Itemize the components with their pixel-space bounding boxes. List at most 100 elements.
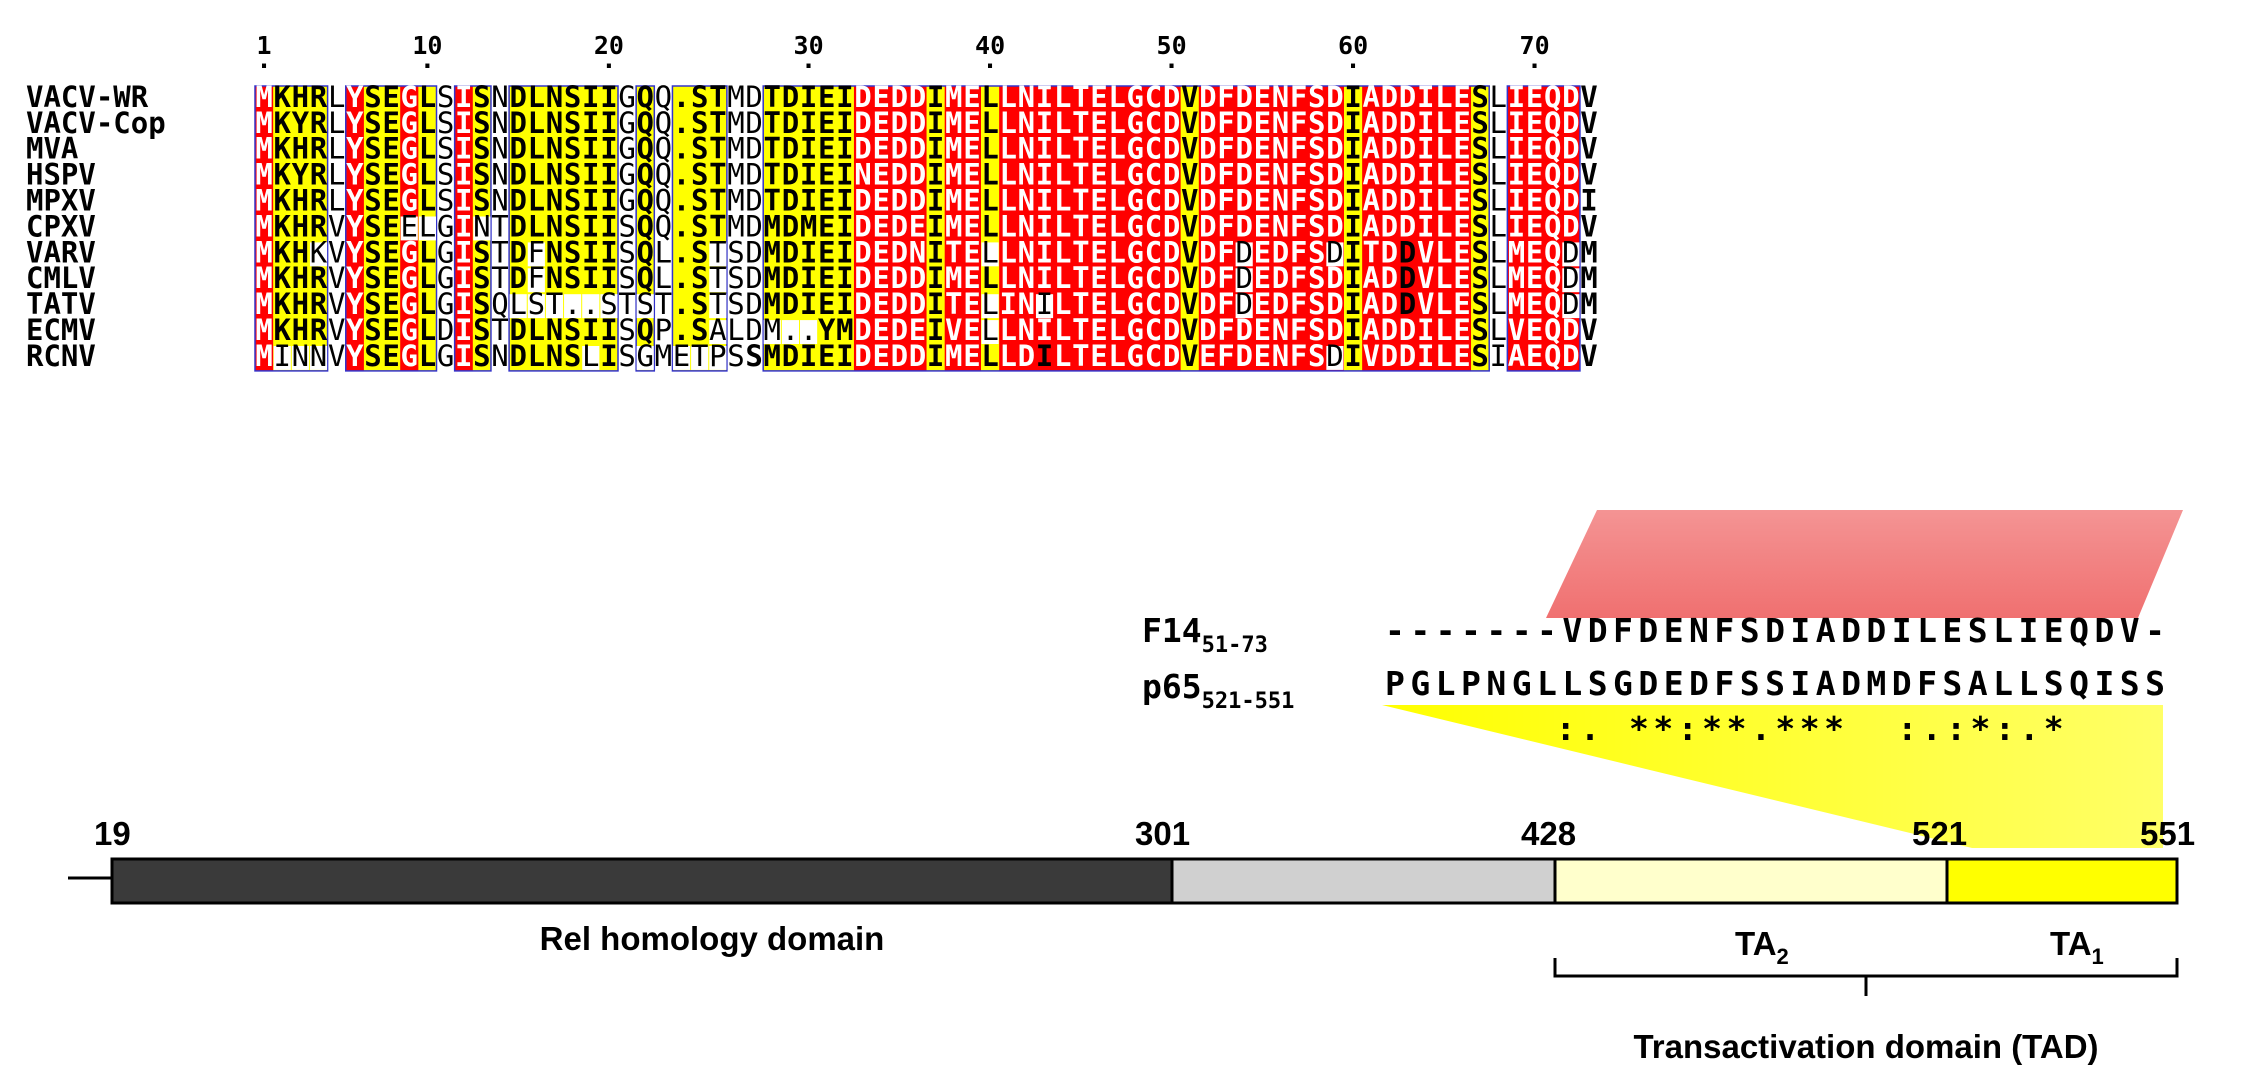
residue: Q (1544, 158, 1561, 192)
residue: L (655, 261, 672, 295)
residue: I (1508, 106, 1525, 140)
residue: L (1108, 261, 1125, 295)
variant-residue-patch (1235, 268, 1253, 293)
residue: D (782, 184, 799, 218)
residue: D (1235, 158, 1252, 192)
residue: D (1235, 209, 1252, 243)
residue: S (1308, 184, 1325, 218)
residue: F (1217, 235, 1234, 269)
residue: E (1254, 287, 1271, 321)
residue: I (455, 184, 472, 218)
residue: I (927, 132, 944, 166)
similar-column-bg (690, 86, 710, 371)
residue: K (273, 313, 291, 347)
residue: T (1072, 80, 1089, 114)
residue: M (1508, 287, 1525, 321)
residue: S (618, 313, 635, 347)
residue: I (836, 339, 853, 373)
residue: E (1090, 261, 1107, 295)
ruler-tick-dot: . (983, 45, 998, 74)
residue: D (891, 158, 908, 192)
ruler-tick-label: 60 (1338, 31, 1368, 60)
residue: F (528, 235, 545, 269)
residue: E (1526, 313, 1543, 347)
similar-column-bg (799, 86, 819, 371)
sequence-name: CPXV (26, 209, 96, 243)
residue: D (891, 287, 908, 321)
residue: D (1399, 80, 1416, 114)
residue: D (1562, 261, 1579, 295)
residue: L (999, 339, 1016, 373)
residue: D (1199, 106, 1216, 140)
residue: R (310, 313, 328, 347)
residue: . (673, 313, 690, 347)
residue: A (709, 313, 726, 347)
residue: V (1580, 106, 1597, 140)
residue: D (891, 235, 908, 269)
conserved-column-bg (1325, 86, 1345, 371)
residue: V (1580, 209, 1597, 243)
residue: T (1072, 184, 1089, 218)
residue: L (328, 106, 345, 140)
residue: S (473, 339, 490, 373)
residue: I (1344, 158, 1361, 192)
tad-label: Transactivation domain (TAD) (1633, 1028, 2098, 1065)
residue: I (455, 313, 472, 347)
residue: T (709, 184, 726, 218)
residue: D (509, 106, 526, 140)
ruler-tick-dot: . (801, 45, 816, 74)
residue: D (1163, 339, 1180, 373)
residue: N (1018, 80, 1035, 114)
residue: V (328, 339, 345, 373)
residue: I (600, 209, 617, 243)
residue: L (999, 132, 1016, 166)
residue: M (727, 80, 744, 114)
residue: L (1108, 80, 1125, 114)
position-19: 19 (94, 815, 131, 852)
residue: E (818, 184, 835, 218)
residue: . (800, 313, 817, 347)
conservation-box (254, 85, 329, 372)
residue: L (1054, 132, 1071, 166)
residue: F (1290, 158, 1307, 192)
residue: I (1508, 132, 1525, 166)
residue: I (600, 339, 617, 373)
residue: D (509, 235, 526, 269)
residue: N (491, 339, 508, 373)
residue: V (328, 313, 345, 347)
residue: L (1490, 209, 1507, 243)
residue: P (709, 339, 726, 373)
residue: A (1362, 106, 1379, 140)
residue: F (1217, 261, 1234, 295)
variant-residue-patch (709, 268, 727, 293)
residue: E (1453, 132, 1470, 166)
residue: F (1290, 261, 1307, 295)
residue: V (1417, 287, 1434, 321)
residue: V (1362, 339, 1379, 373)
residue: L (528, 313, 545, 347)
residue: I (455, 261, 472, 295)
residue: G (401, 106, 418, 140)
residue: G (1127, 106, 1144, 140)
residue: L (981, 287, 998, 321)
residue: I (1417, 132, 1434, 166)
consensus-line: :. **:**.*** :.:*:.* (1385, 709, 2088, 748)
residue: M (945, 261, 962, 295)
variant-residue-patch (709, 242, 727, 267)
residue: D (745, 287, 762, 321)
residue: L (981, 132, 998, 166)
residue: L (1108, 184, 1125, 218)
residue: D (854, 106, 871, 140)
residue: E (818, 339, 835, 373)
residue: L (1490, 106, 1507, 140)
conserved-column-bg (1108, 86, 1127, 371)
residue: G (1127, 339, 1144, 373)
residue: . (582, 287, 599, 321)
residue: E (1526, 209, 1543, 243)
residue: E (963, 235, 980, 269)
residue: T (491, 235, 508, 269)
residue: D (1562, 209, 1579, 243)
residue: S (1471, 158, 1488, 192)
